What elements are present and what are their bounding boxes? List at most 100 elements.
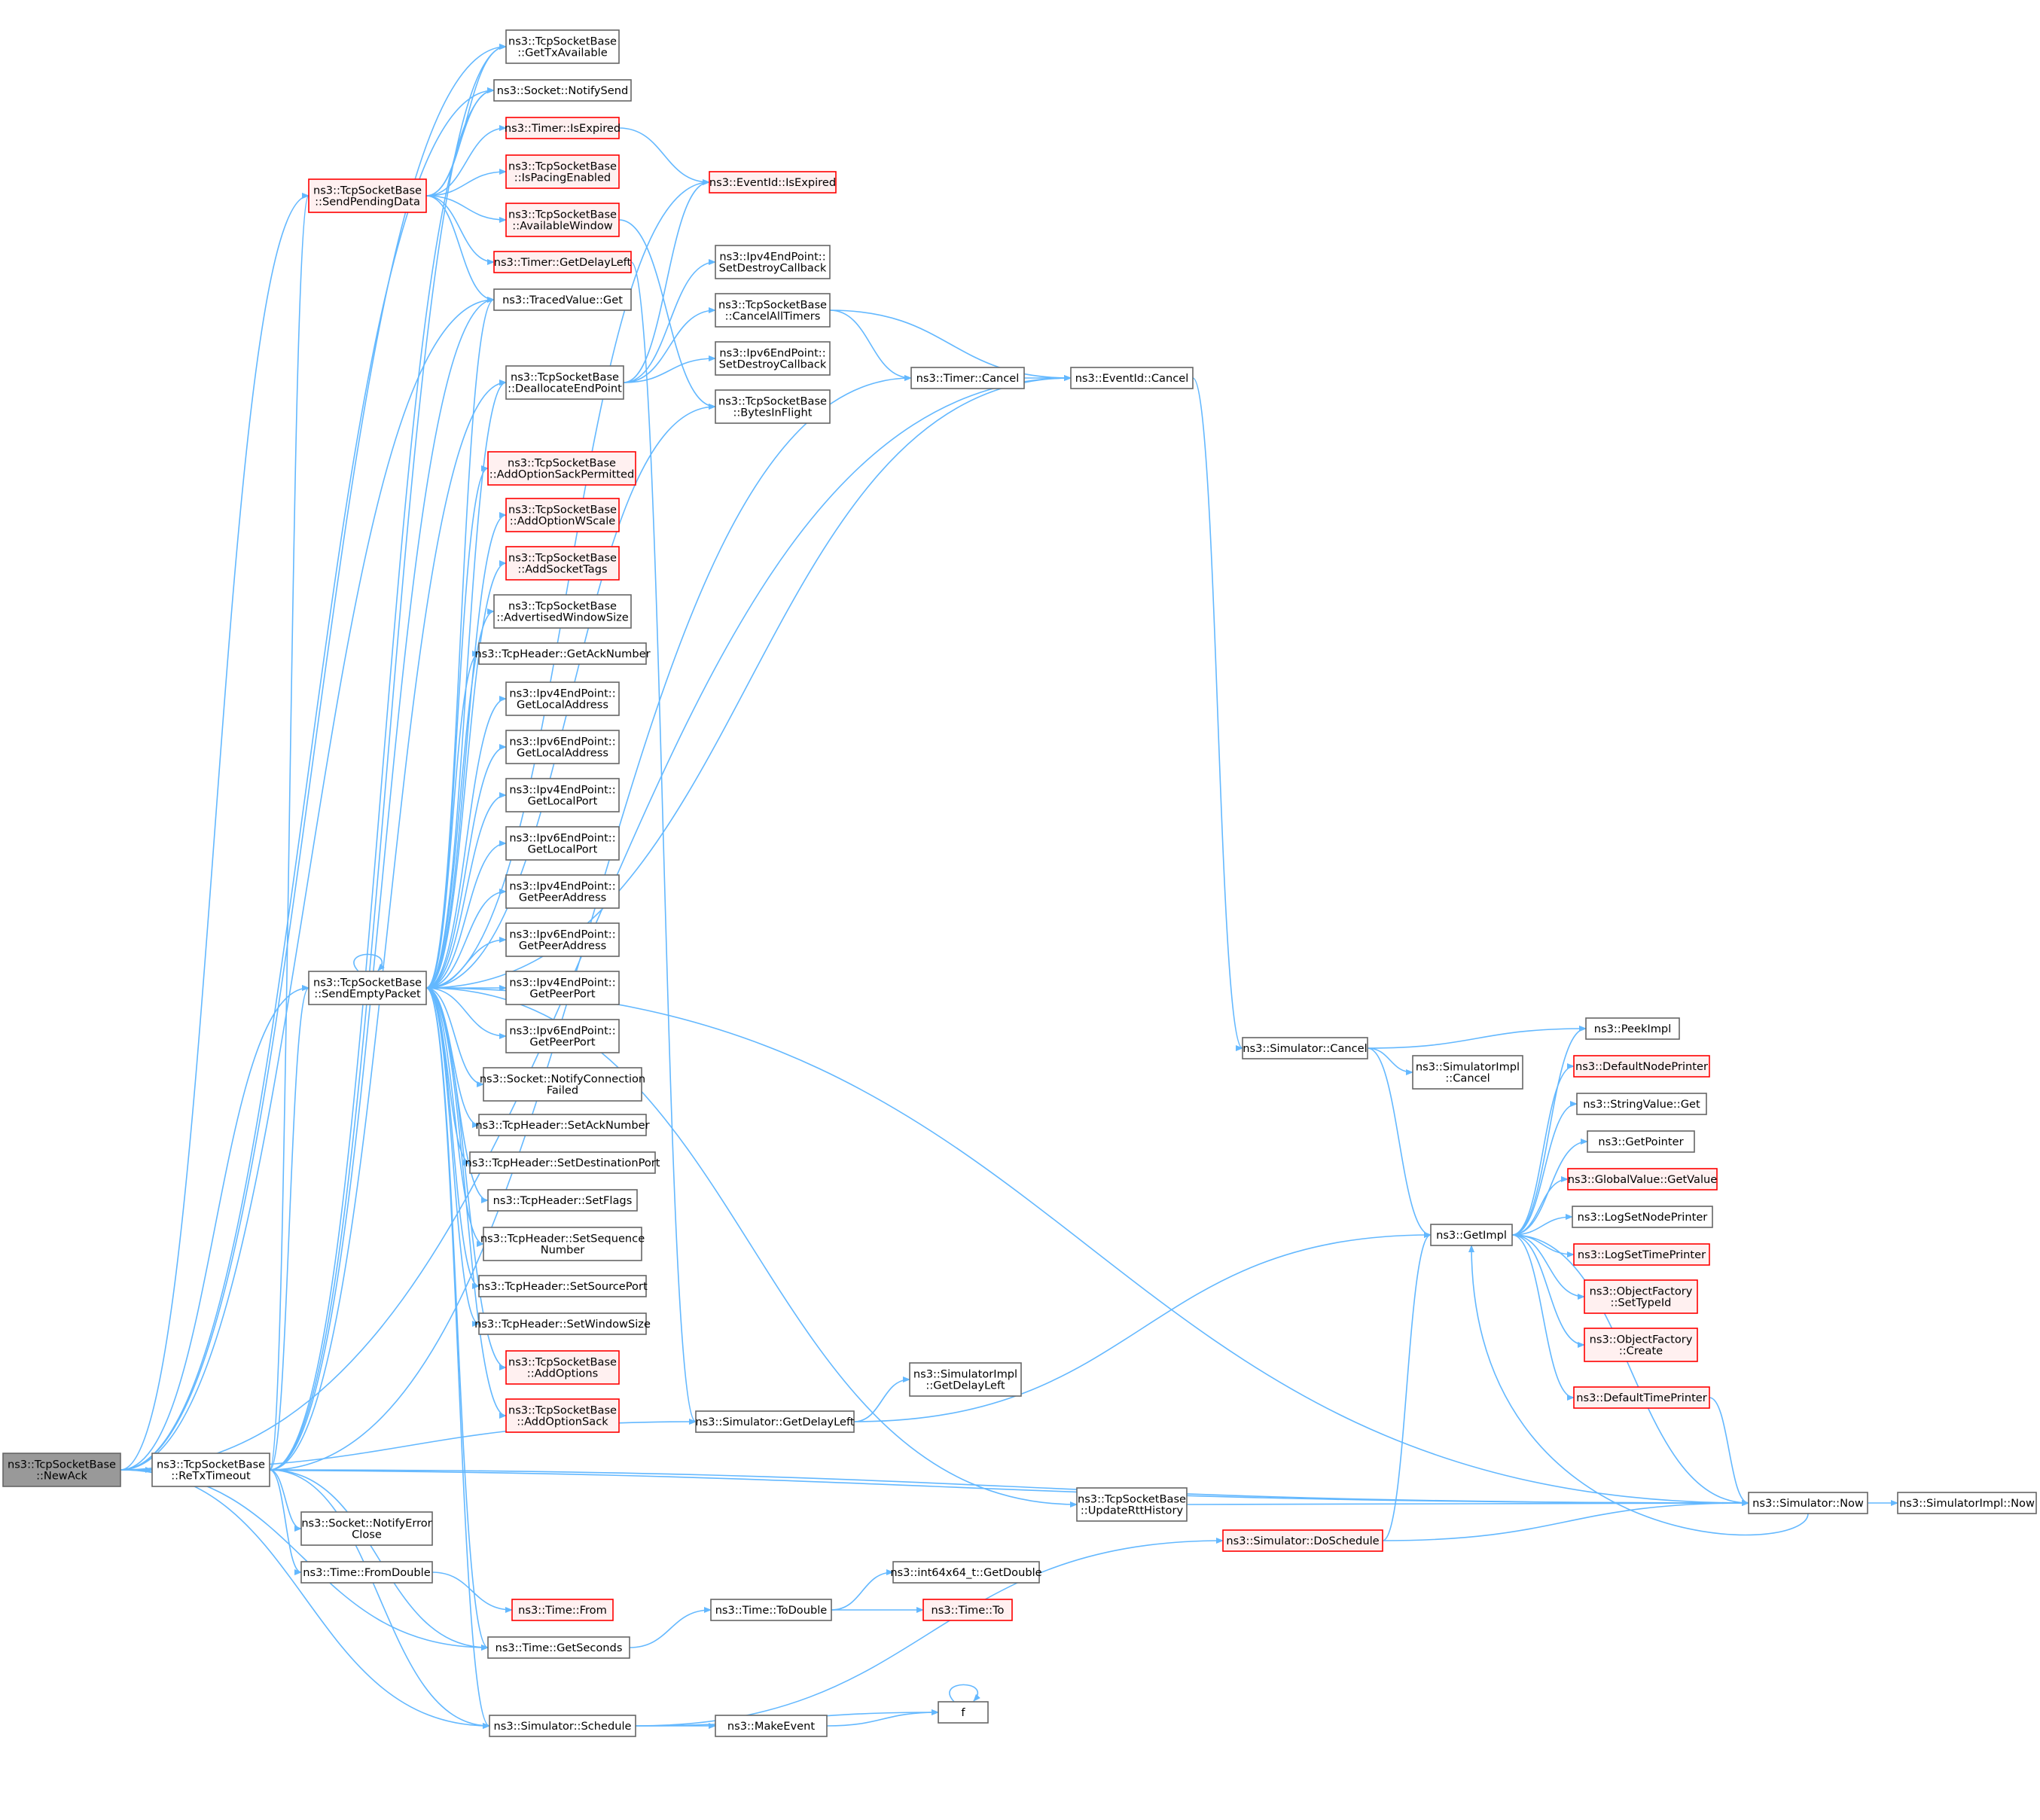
node-box	[1070, 367, 1194, 389]
node-label: ns3::TcpSocketBase	[718, 299, 827, 312]
node-timer-get-delay-left[interactable]: ns3::Timer::GetDelayLeft	[493, 251, 632, 273]
node-event-id-is-expired[interactable]: ns3::EventId::IsExpired	[709, 171, 837, 194]
edge-n3-to-n68	[425, 987, 1749, 1506]
edge-n1-to-n68	[269, 1469, 1749, 1506]
node-ipv4end-point-get-peer-port[interactable]: ns3::Ipv4EndPoint::GetPeerPort	[505, 971, 620, 1005]
node-ipv6end-point-get-peer-address[interactable]: ns3::Ipv6EndPoint::GetPeerAddress	[505, 922, 620, 957]
node-box	[505, 826, 620, 861]
node-simulator-schedule[interactable]: ns3::Simulator::Schedule	[489, 1715, 636, 1737]
node-ipv4end-point-get-peer-address[interactable]: ns3::Ipv4EndPoint::GetPeerAddress	[505, 874, 620, 909]
node-label: f	[961, 1706, 965, 1719]
node-simulator-cancel[interactable]: ns3::Simulator::Cancel	[1242, 1037, 1368, 1059]
node-simulator-now[interactable]: ns3::Simulator::Now	[1748, 1492, 1868, 1514]
node-label: ns3::Socket::NotifyError	[301, 1517, 431, 1530]
node-get-impl[interactable]: ns3::GetImpl	[1430, 1224, 1513, 1246]
node-time-from-double[interactable]: ns3::Time::FromDouble	[300, 1561, 433, 1584]
node-event-id-cancel[interactable]: ns3::EventId::Cancel	[1070, 367, 1194, 389]
node-tcp-socket-base-add-socket-tags[interactable]: ns3::TcpSocketBase::AddSocketTags	[505, 546, 620, 581]
node-ipv6end-point-get-local-port[interactable]: ns3::Ipv6EndPoint::GetLocalPort	[505, 826, 620, 861]
edge-n67-to-n68	[1709, 1397, 1749, 1506]
node-global-value-get-value[interactable]: ns3::GlobalValue::GetValue	[1567, 1168, 1718, 1190]
node-label: ns3::Timer::Cancel	[916, 372, 1020, 385]
node-tcp-socket-base-add-option-sack-permitted[interactable]: ns3::TcpSocketBase::AddOptionSackPermitt…	[487, 451, 636, 486]
node-tcp-socket-base-available-window[interactable]: ns3::TcpSocketBase::AvailableWindow	[505, 203, 620, 237]
node-make-event[interactable]: ns3::MakeEvent	[715, 1715, 828, 1737]
node-log-set-node-printer[interactable]: ns3::LogSetNodePrinter	[1572, 1206, 1713, 1228]
node-label: ::AddOptionSackPermitted	[489, 468, 634, 481]
node-label: ::SendEmptyPacket	[314, 988, 421, 1001]
node-tcp-socket-base-new-ack[interactable]: ns3::TcpSocketBase::NewAck	[2, 1453, 121, 1487]
node-label: ns3::TcpHeader::SetSourcePort	[477, 1280, 648, 1293]
node-peek-impl[interactable]: ns3::PeekImpl	[1585, 1017, 1680, 1040]
node-socket-notify-send[interactable]: ns3::Socket::NotifySend	[493, 79, 632, 102]
node-traced-value-get[interactable]: ns3::TracedValue::Get	[493, 288, 632, 311]
node-box	[493, 594, 632, 629]
node-string-value-get[interactable]: ns3::StringValue::Get	[1576, 1093, 1707, 1115]
node-box	[1573, 1386, 1710, 1409]
node-int64x64-t-get-double[interactable]: ns3::int64x64_t::GetDouble	[890, 1561, 1042, 1584]
edge-n41-to-n52	[829, 309, 1072, 381]
node-tcp-socket-base-bytes-in-flight[interactable]: ns3::TcpSocketBase::BytesInFlight	[715, 389, 831, 424]
node-label: ::DeallocateEndPoint	[508, 383, 622, 395]
node-tcp-socket-base-send-pending-data[interactable]: ns3::TcpSocketBase::SendPendingData	[308, 178, 427, 213]
node-simulator-get-delay-left[interactable]: ns3::Simulator::GetDelayLeft	[695, 1410, 855, 1433]
node-tcp-header-set-flags[interactable]: ns3::TcpHeader::SetFlags	[487, 1189, 638, 1212]
node-tcp-header-set-destination-port[interactable]: ns3::TcpHeader::SetDestinationPort	[465, 1151, 660, 1174]
node-f[interactable]: f	[938, 1701, 989, 1724]
node-simulator-impl-cancel[interactable]: ns3::SimulatorImpl::Cancel	[1412, 1055, 1523, 1090]
node-box	[710, 1599, 832, 1621]
node-simulator-impl-now[interactable]: ns3::SimulatorImpl::Now	[1897, 1492, 2037, 1514]
node-ipv6end-point-set-destroy-callback[interactable]: ns3::Ipv6EndPoint::SetDestroyCallback	[715, 341, 831, 376]
node-box	[505, 1350, 620, 1385]
node-tcp-socket-base-get-tx-available[interactable]: ns3::TcpSocketBase::GetTxAvailable	[505, 29, 620, 64]
node-timer-is-expired[interactable]: ns3::Timer::IsExpired	[505, 117, 621, 139]
node-tcp-header-set-ack-number[interactable]: ns3::TcpHeader::SetAckNumber	[475, 1114, 650, 1136]
edge-n2-to-n9	[425, 195, 495, 265]
node-tcp-socket-base-add-options[interactable]: ns3::TcpSocketBase::AddOptions	[505, 1350, 620, 1385]
node-time-to[interactable]: ns3::Time::To	[922, 1599, 1013, 1621]
node-log-set-time-printer[interactable]: ns3::LogSetTimePrinter	[1573, 1243, 1710, 1266]
node-default-time-printer[interactable]: ns3::DefaultTimePrinter	[1573, 1386, 1710, 1409]
node-tcp-header-set-window-size[interactable]: ns3::TcpHeader::SetWindowSize	[474, 1312, 651, 1335]
node-time-get-seconds[interactable]: ns3::Time::GetSeconds	[487, 1636, 630, 1659]
node-ipv6end-point-get-local-address[interactable]: ns3::Ipv6EndPoint::GetLocalAddress	[505, 730, 620, 764]
node-simulator-do-schedule[interactable]: ns3::Simulator::DoSchedule	[1222, 1529, 1383, 1552]
node-label: ns3::Simulator::GetDelayLeft	[695, 1416, 855, 1428]
edge-n1-to-n2	[269, 193, 310, 1471]
node-ipv4end-point-get-local-port[interactable]: ns3::Ipv4EndPoint::GetLocalPort	[505, 778, 620, 812]
node-ipv4end-point-get-local-address[interactable]: ns3::Ipv4EndPoint::GetLocalAddress	[505, 681, 620, 716]
node-label: ns3::LogSetTimePrinter	[1578, 1248, 1706, 1261]
node-tcp-socket-base-is-pacing-enabled[interactable]: ns3::TcpSocketBase::IsPacingEnabled	[505, 154, 620, 189]
node-tcp-socket-base-send-empty-packet[interactable]: ns3::TcpSocketBase::SendEmptyPacket	[308, 971, 427, 1005]
edge-n1-to-n10	[269, 297, 495, 1471]
node-default-node-printer[interactable]: ns3::DefaultNodePrinter	[1573, 1055, 1710, 1078]
node-tcp-socket-base-update-rtt-history[interactable]: ns3::TcpSocketBase::UpdateRttHistory	[1076, 1487, 1188, 1522]
node-tcp-socket-base-add-option-sack[interactable]: ns3::TcpSocketBase::AddOptionSack	[505, 1398, 620, 1433]
edge-n3-to-n17	[425, 696, 507, 989]
node-tcp-socket-base-advertised-window-size[interactable]: ns3::TcpSocketBase::AdvertisedWindowSize	[493, 594, 632, 629]
node-get-pointer[interactable]: ns3::GetPointer	[1587, 1130, 1695, 1153]
node-label: ns3::EventId::IsExpired	[709, 176, 836, 189]
call-edges	[120, 44, 1898, 1729]
node-object-factory-set-type-id[interactable]: ns3::ObjectFactory::SetTypeId	[1584, 1279, 1698, 1314]
node-time-from[interactable]: ns3::Time::From	[511, 1599, 614, 1621]
node-ipv6end-point-get-peer-port[interactable]: ns3::Ipv6EndPoint::GetPeerPort	[505, 1019, 620, 1053]
edge-n3-to-n32	[425, 987, 507, 1370]
node-time-to-double[interactable]: ns3::Time::ToDouble	[710, 1599, 832, 1621]
node-object-factory-create[interactable]: ns3::ObjectFactory::Create	[1584, 1328, 1698, 1362]
node-tcp-socket-base-cancel-all-timers[interactable]: ns3::TcpSocketBase::CancelAllTimers	[715, 293, 831, 328]
node-tcp-socket-base-deallocate-end-point[interactable]: ns3::TcpSocketBase::DeallocateEndPoint	[505, 365, 624, 400]
node-ipv4end-point-set-destroy-callback[interactable]: ns3::Ipv4EndPoint::SetDestroyCallback	[715, 245, 831, 279]
node-tcp-socket-base-re-tx-timeout[interactable]: ns3::TcpSocketBase::ReTxTimeout	[151, 1453, 270, 1487]
node-timer-cancel[interactable]: ns3::Timer::Cancel	[910, 367, 1025, 389]
node-simulator-impl-get-delay-left[interactable]: ns3::SimulatorImpl::GetDelayLeft	[909, 1362, 1022, 1397]
node-tcp-header-set-source-port[interactable]: ns3::TcpHeader::SetSourcePort	[477, 1275, 648, 1297]
node-tcp-header-get-ack-number[interactable]: ns3::TcpHeader::GetAckNumber	[474, 642, 651, 665]
edge-n54-to-n57	[1382, 1232, 1432, 1541]
node-label: ns3::Simulator::Cancel	[1243, 1042, 1367, 1055]
node-tcp-socket-base-add-option-wscale[interactable]: ns3::TcpSocketBase::AddOptionWScale	[505, 498, 620, 532]
node-label: Close	[352, 1529, 382, 1541]
